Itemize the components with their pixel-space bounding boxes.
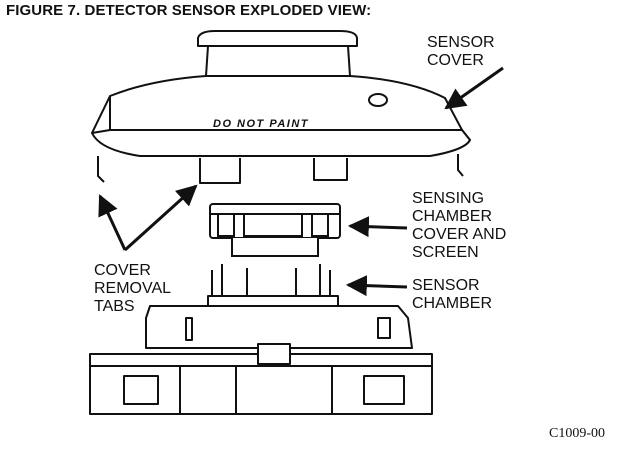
- figure-title: FIGURE 7. DETECTOR SENSOR EXPLODED VIEW:: [6, 2, 372, 19]
- sensing-chamber-cover: [209, 203, 341, 257]
- leader-arrows: [98, 66, 504, 297]
- label-cover-removal-tabs: COVER REMOVAL TABS: [94, 262, 172, 315]
- arrow-sensor-chamber: [345, 275, 408, 297]
- cover-top-knob: [197, 30, 358, 47]
- cover-hole: [368, 93, 388, 107]
- cover-latch-left: [199, 158, 241, 184]
- cover-removal-tab: [97, 154, 464, 183]
- label-sensor-cover: SENSOR COVER: [427, 34, 495, 69]
- label-sensing-chamber-cover: SENSING CHAMBER COVER AND SCREEN: [412, 190, 507, 261]
- cover-latch-right: [313, 158, 348, 181]
- detector-base: [89, 305, 433, 415]
- cover-rim: [91, 129, 471, 157]
- arrow-chamber-cover: [347, 216, 408, 238]
- base-terminal-right: [363, 375, 405, 405]
- cover-dome: [109, 75, 463, 131]
- arrow-tab-left: [98, 194, 127, 251]
- figure-code: C1009-00: [549, 426, 605, 441]
- base-terminal-left: [123, 375, 159, 405]
- label-sensor-chamber: SENSOR CHAMBER: [412, 277, 493, 312]
- cover-label: DO NOT PAINT: [213, 118, 309, 130]
- base-latch: [257, 343, 291, 365]
- sensor-cover: [91, 30, 471, 184]
- arrow-sensor-cover: [444, 66, 504, 110]
- arrow-tab-right: [123, 184, 198, 252]
